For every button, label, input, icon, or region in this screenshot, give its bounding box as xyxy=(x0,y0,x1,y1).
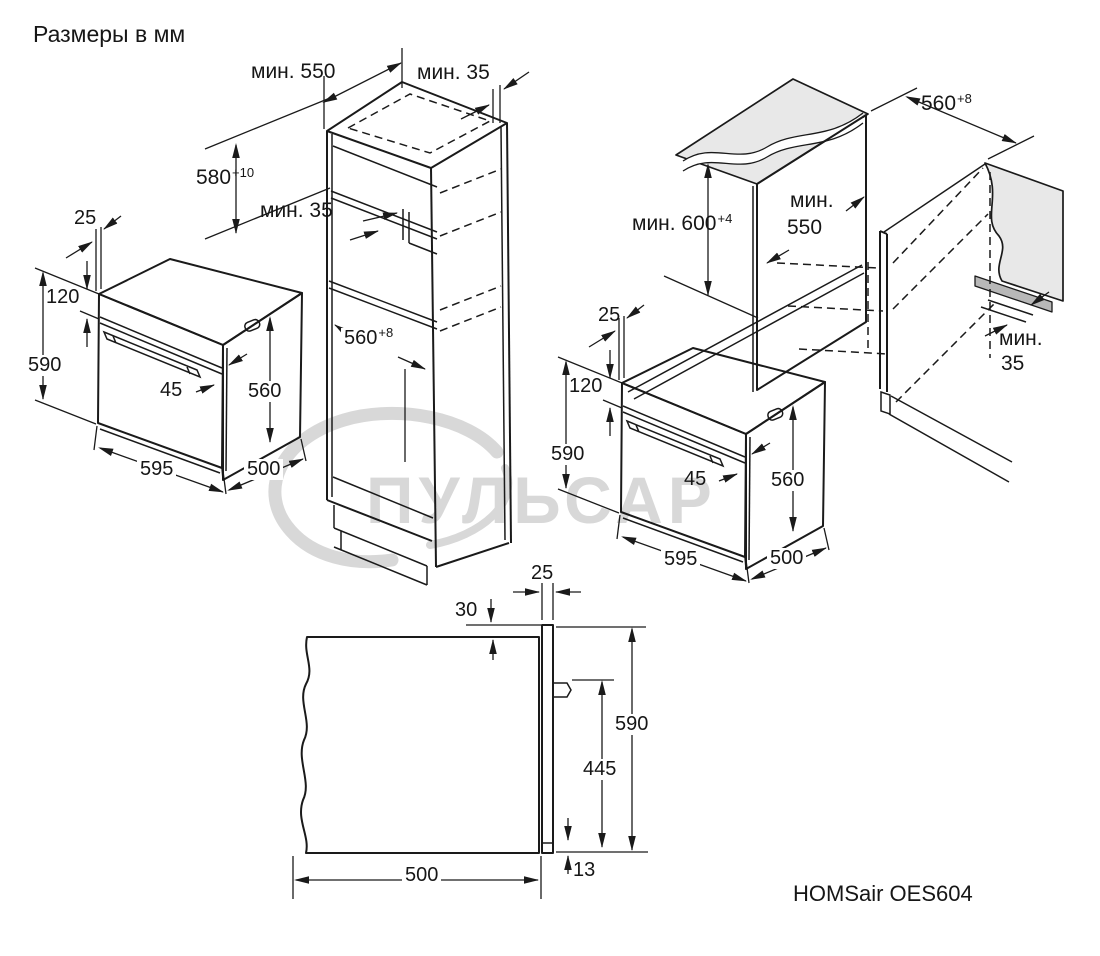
dim-side-top-offset: 30 xyxy=(455,599,478,621)
base-unit-niche xyxy=(627,78,1064,483)
dim-oven-right-door: 45 xyxy=(684,468,707,490)
dim-oven-right-height: 590 xyxy=(548,444,588,465)
dim-oven-right-top-gap: 25 xyxy=(598,304,621,326)
tall-cabinet xyxy=(204,48,530,586)
dim-oven-left-panel-height: 120 xyxy=(46,286,80,308)
dim-side-depth: 500 xyxy=(402,865,442,886)
dim-oven-right-panel-height: 120 xyxy=(569,375,603,397)
dim-side-mount-height: 445 xyxy=(580,759,620,780)
page-title: Размеры в мм xyxy=(33,21,186,47)
dim-side-bottom-offset: 13 xyxy=(573,859,596,881)
dim-oven-left-door: 45 xyxy=(160,379,183,401)
dim-cabinet-min-depth: мин. 550 xyxy=(251,60,336,83)
dim-oven-right-depth: 500 xyxy=(767,548,807,569)
model-name: HOMSair OES604 xyxy=(793,881,973,906)
dim-oven-left-depth: 500 xyxy=(244,459,284,480)
dim-oven-right-body-height: 560 xyxy=(768,470,808,491)
dim-oven-right-width: 595 xyxy=(661,549,701,570)
dim-oven-left-width: 595 xyxy=(137,459,177,480)
side-view xyxy=(292,583,648,899)
oven-isometric xyxy=(34,215,307,495)
dim-oven-left-top-gap: 25 xyxy=(74,207,97,229)
dim-base-niche-height: мин. 600+4 xyxy=(632,211,733,235)
dim-oven-left-body-height: 560 xyxy=(245,381,285,402)
dim-base-min-depth-word: мин. xyxy=(790,189,834,212)
dim-side-door-gap: 25 xyxy=(531,562,554,584)
dim-cabinet-niche-width: 560+8 xyxy=(341,326,397,349)
dim-base-niche-width: 560+8 xyxy=(921,91,972,115)
dim-base-min-depth-value: 550 xyxy=(787,216,823,239)
dim-base-min-gap-value: 35 xyxy=(1001,352,1025,375)
dim-base-min-gap-word: мин. xyxy=(999,327,1043,350)
dim-cabinet-min-gap-top: мин. 35 xyxy=(417,61,490,84)
dim-side-height: 590 xyxy=(612,714,652,735)
dim-cabinet-niche-height: 580+10 xyxy=(196,165,255,189)
dim-cabinet-min-gap-mid: мин. 35 xyxy=(260,199,333,222)
dim-oven-left-height: 590 xyxy=(25,355,65,376)
